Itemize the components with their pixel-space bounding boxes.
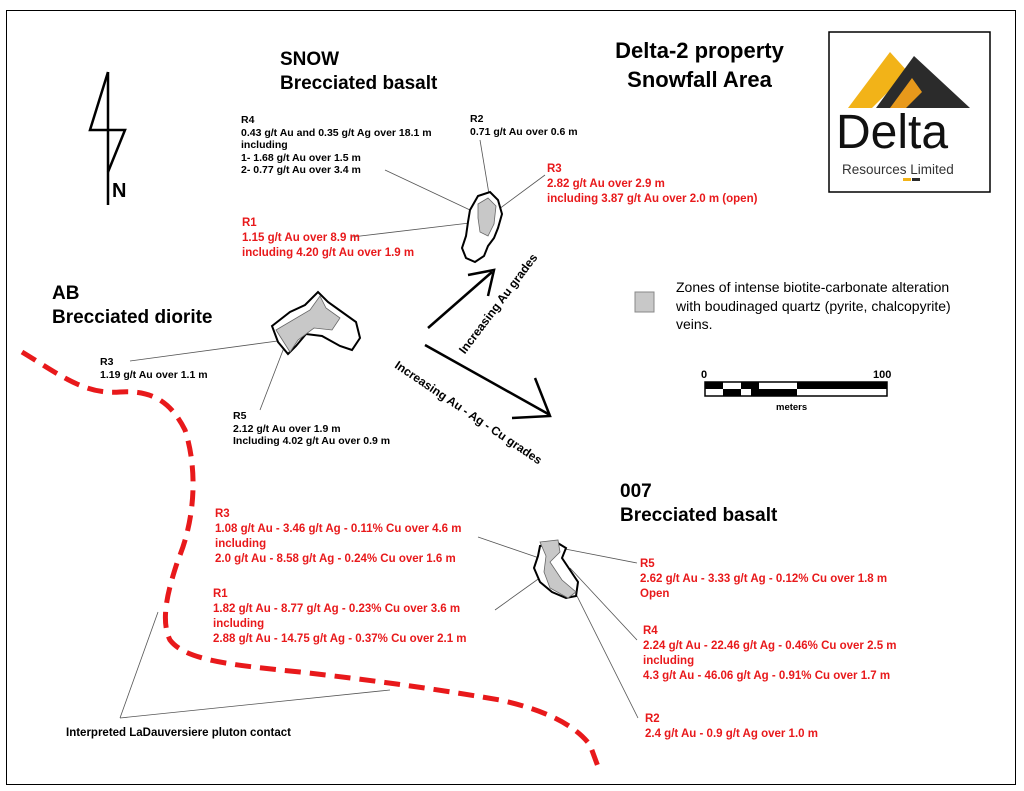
text-line: Brecciated diorite bbox=[52, 307, 213, 328]
text-line: R3 bbox=[215, 508, 230, 520]
leader-pluton-b bbox=[119, 689, 391, 719]
text-line: 0.71 g/t Au over 0.6 m bbox=[470, 125, 578, 138]
text-line: with boudinaged quartz (pyrite, chalcopy… bbox=[676, 297, 951, 314]
delta-logo bbox=[828, 31, 991, 193]
z007-r2-result: R2 2.4 g/t Au - 0.9 g/t Ag over 1.0 m bbox=[645, 712, 818, 742]
text-line: 007 bbox=[620, 481, 652, 502]
text-line: SNOW bbox=[280, 49, 340, 70]
text-line: including 4.20 g/t Au over 1.9 m bbox=[242, 247, 415, 259]
text-line: 1.19 g/t Au over 1.1 m bbox=[100, 368, 208, 381]
text-line: 2- 0.77 g/t Au over 3.4 m bbox=[241, 164, 361, 176]
leader-snow-r3 bbox=[494, 174, 546, 213]
snow-outcrop bbox=[460, 190, 504, 264]
leader-snow-r1 bbox=[351, 221, 479, 238]
snow-r3-result: R3 2.82 g/t Au over 2.9 m including 3.87 g… bbox=[547, 162, 757, 207]
z007-r3-result: R3 1.08 g/t Au - 3.46 g/t Ag - 0.11% Cu o… bbox=[215, 507, 461, 567]
text-line: 1- 1.68 g/t Au over 1.5 m bbox=[241, 151, 361, 164]
arrow-au-icon bbox=[427, 268, 496, 329]
text-line: 0.43 g/t Au and 0.35 g/t Ag over 18.1 m bbox=[241, 126, 432, 139]
text-line: Zones of intense biotite-carbonate alter… bbox=[676, 279, 950, 295]
text-line: R5 bbox=[233, 410, 247, 422]
text-line: Brecciated basalt bbox=[620, 505, 778, 526]
leader-ab-r3 bbox=[129, 339, 286, 362]
pluton-contact-line bbox=[20, 349, 603, 773]
title-line2: Snowfall Area bbox=[627, 67, 772, 92]
text-line: Brecciated basalt bbox=[280, 73, 438, 94]
leader-ab-r5 bbox=[259, 344, 286, 411]
text-line: 1.82 g/t Au - 8.77 g/t Ag - 0.23% Cu ove… bbox=[213, 603, 461, 615]
scale-unit-label: meters bbox=[776, 402, 808, 413]
text-line: R3 bbox=[547, 163, 562, 175]
legend-swatch bbox=[634, 291, 655, 313]
map-frame bbox=[6, 10, 1016, 785]
text-line: R5 bbox=[640, 558, 655, 570]
ab-outcrop bbox=[270, 290, 362, 356]
scale-bar bbox=[704, 381, 888, 397]
text-line: 2.4 g/t Au - 0.9 g/t Ag over 1.0 m bbox=[645, 728, 818, 740]
text-line: R1 bbox=[242, 217, 257, 229]
text-line: including bbox=[241, 139, 288, 151]
scale-end-label: 100 bbox=[873, 369, 892, 381]
text-line: including bbox=[215, 538, 267, 550]
text-line: 2.88 g/t Au - 14.75 g/t Ag - 0.37% Cu ov… bbox=[213, 633, 467, 645]
north-label: N bbox=[112, 180, 127, 202]
zone-ab-title: AB Brecciated diorite bbox=[52, 282, 213, 330]
text-line: 2.0 g/t Au - 8.58 g/t Ag - 0.24% Cu over… bbox=[215, 553, 456, 565]
text-line: 2.82 g/t Au over 2.9 m bbox=[547, 178, 665, 190]
text-line: 4.3 g/t Au - 46.06 g/t Ag - 0.91% Cu ove… bbox=[643, 670, 891, 682]
map-title: Delta-2 property Snowfall Area bbox=[597, 36, 802, 94]
zone-snow-title: SNOW Brecciated basalt bbox=[280, 48, 437, 96]
leader-007-r4 bbox=[569, 567, 638, 641]
text-line: including bbox=[213, 618, 265, 630]
logo-mountain-gold-icon bbox=[848, 52, 908, 108]
text-line: 1.15 g/t Au over 8.9 m bbox=[242, 232, 360, 244]
text-line: AB bbox=[52, 283, 80, 304]
snow-r1-result: R1 1.15 g/t Au over 8.9 m including 4.20 g… bbox=[242, 216, 414, 261]
text-line: R4 bbox=[643, 625, 658, 637]
leader-007-r3 bbox=[477, 536, 546, 561]
leader-007-r2 bbox=[564, 571, 639, 719]
text-line: R2 bbox=[645, 713, 660, 725]
text-line: including 3.87 g/t Au over 2.0 m (open) bbox=[547, 193, 758, 205]
z007-r1-result: R1 1.82 g/t Au - 8.77 g/t Ag - 0.23% Cu o… bbox=[213, 587, 467, 647]
leader-lines bbox=[119, 139, 639, 719]
text-line: 2.24 g/t Au - 22.46 g/t Ag - 0.46% Cu ov… bbox=[643, 640, 897, 652]
zone-007-title: 007 Brecciated basalt bbox=[620, 480, 777, 528]
north-arrow-icon bbox=[88, 71, 127, 205]
text-line: including bbox=[643, 655, 695, 667]
arrow-au-ag-cu-icon bbox=[424, 343, 552, 420]
z007-outcrop bbox=[532, 539, 580, 600]
text-line: Including 4.02 g/t Au over 0.9 m bbox=[233, 435, 391, 447]
logo-subtitle: Resources Limited bbox=[842, 162, 954, 177]
text-line: 1.08 g/t Au - 3.46 g/t Ag - 0.11% Cu ove… bbox=[215, 523, 462, 535]
scale-start-label: 0 bbox=[701, 369, 708, 381]
legend-text: Zones of intense biotite-carbonate alter… bbox=[676, 278, 951, 334]
text-line: Open bbox=[640, 588, 670, 600]
text-line: R1 bbox=[213, 588, 228, 600]
text-line: R3 bbox=[100, 356, 114, 368]
title-line1: Delta-2 property bbox=[615, 38, 784, 63]
leader-007-r5 bbox=[559, 547, 638, 564]
text-line: 2.62 g/t Au - 3.33 g/t Ag - 0.12% Cu ove… bbox=[640, 573, 888, 585]
leader-pluton-a bbox=[119, 611, 159, 719]
logo-name: Delta bbox=[836, 106, 949, 159]
z007-r5-result: R5 2.62 g/t Au - 3.33 g/t Ag - 0.12% Cu o… bbox=[640, 557, 887, 602]
pluton-contact-label: Interpreted LaDauversiere pluton contact bbox=[66, 727, 291, 739]
leader-snow-r4 bbox=[384, 169, 471, 211]
text-line: R2 bbox=[470, 113, 484, 125]
z007-r4-result: R4 2.24 g/t Au - 22.46 g/t Ag - 0.46% Cu … bbox=[643, 624, 897, 684]
leader-snow-r2 bbox=[479, 139, 491, 201]
text-line: veins. bbox=[676, 316, 713, 332]
text-line: 2.12 g/t Au over 1.9 m bbox=[233, 422, 341, 435]
logo-mountain-dark-icon bbox=[876, 56, 970, 108]
text-line: R4 bbox=[241, 114, 255, 126]
